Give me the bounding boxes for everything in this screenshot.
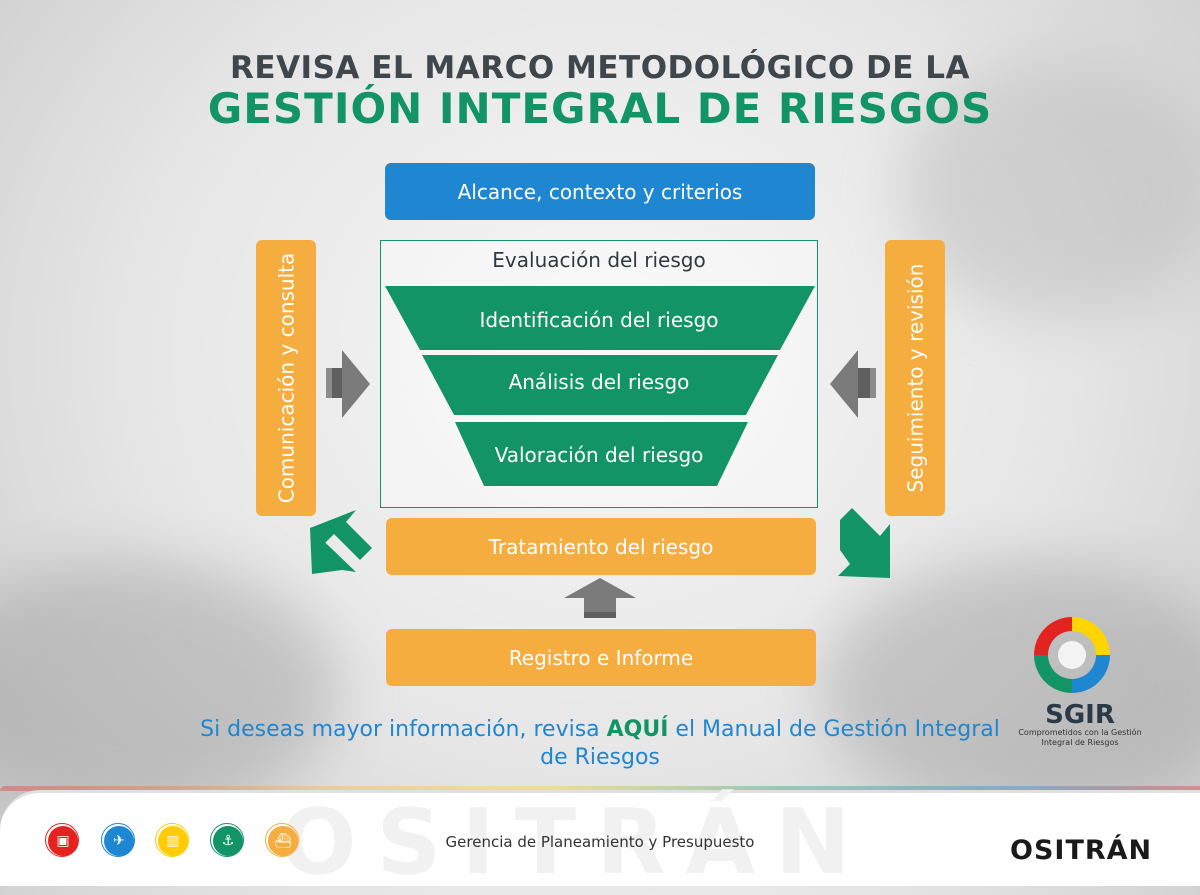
right-gray-arrow-icon <box>830 350 876 418</box>
footer-color-stripe <box>0 786 1200 791</box>
funnel-segment-analysis <box>422 355 778 415</box>
funnel-identification-label: Identificación del riesgo <box>479 308 719 332</box>
monitoring-review-box: Seguimiento y revisión <box>885 240 945 516</box>
green-arrow-up-left-icon <box>310 510 372 574</box>
train-icon: ▣ <box>45 823 79 857</box>
risk-treatment-box: Tratamiento del riesgo <box>386 518 816 575</box>
green-arrow-down-right-icon <box>838 508 890 578</box>
airplane-icon: ✈ <box>101 823 135 857</box>
funnel-segment-valuation <box>455 422 748 486</box>
page-title-line1: REVISA EL MARCO METODOLÓGICO DE LA <box>230 50 970 86</box>
record-report-box: Registro e Informe <box>386 629 816 686</box>
sgir-logo-tagline: Comprometidos con la Gestión Integral de… <box>1018 728 1142 747</box>
communication-consultation-box: Comunicación y consulta <box>256 240 316 516</box>
funnel-analysis-label: Análisis del riesgo <box>508 370 690 394</box>
left-gray-arrow-icon <box>326 350 370 418</box>
background-shadow <box>820 560 1200 820</box>
scope-context-criteria-label: Alcance, contexto y criterios <box>457 179 743 204</box>
more-info-prefix: Si deseas mayor información, revisa <box>200 717 607 742</box>
record-report-label: Registro e Informe <box>508 645 694 670</box>
risk-evaluation-title: Evaluación del riesgo <box>492 248 706 272</box>
background-shadow <box>900 60 1200 320</box>
page-title-line2: GESTIÓN INTEGRAL DE RIESGOS <box>207 84 993 133</box>
footer-watermark: OSITRÁN <box>280 790 871 895</box>
ositran-brand-text: OSITRÁN <box>1010 835 1153 866</box>
sgir-logo-icon <box>1034 617 1110 693</box>
more-info-suffix: el Manual de Gestión Integral de Riesgos <box>540 717 1000 770</box>
funnel-segment-identification <box>385 286 815 350</box>
sgir-logo-name: SGIR <box>1045 700 1115 730</box>
footer <box>0 790 1200 886</box>
up-gray-arrow-icon <box>564 578 636 618</box>
background-shadow <box>0 560 340 820</box>
railway-icon: ▥ <box>155 823 189 857</box>
funnel-valuation-label: Valoración del riesgo <box>494 443 704 467</box>
more-info-text: Si deseas mayor información, revisa AQUÍ… <box>200 716 1000 772</box>
scope-context-criteria-box: Alcance, contexto y criterios <box>385 163 815 220</box>
port-icon: ⚓ <box>210 823 244 857</box>
ship-icon: ⛴ <box>265 823 299 857</box>
risk-treatment-label: Tratamiento del riesgo <box>488 534 714 559</box>
department-name: Gerencia de Planeamiento y Presupuesto <box>445 833 755 851</box>
here-link[interactable]: AQUÍ <box>606 717 669 742</box>
